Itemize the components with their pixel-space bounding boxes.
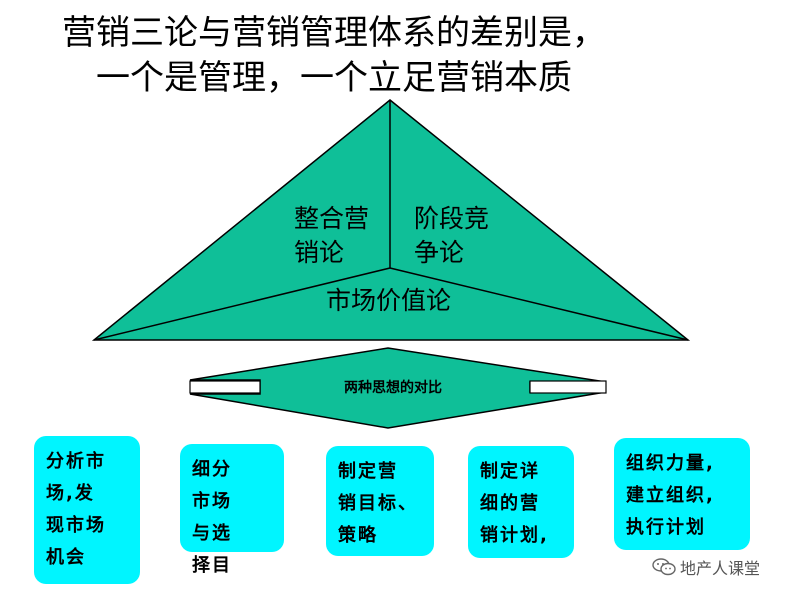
step-box-set-objectives: 制定营 销目标、 策略 [326, 446, 434, 556]
arrow-right-notch [529, 380, 607, 394]
title-line-1: 营销三论与营销管理体系的差别是， [62, 13, 606, 53]
label-integrated-marketing: 整合营 销论 [294, 202, 394, 270]
box-line: 细分 [192, 459, 232, 480]
box-line: 与选 [192, 523, 232, 544]
box-line: 建立组织, [626, 485, 715, 506]
step-box-segment-market: 细分 市场 与选 择目 [180, 444, 284, 576]
box-line: 组织力量, [626, 453, 715, 474]
label-stage-competition: 阶段竞 争论 [414, 202, 524, 270]
wechat-icon [652, 558, 676, 576]
title-line-2: 一个是管理，一个立足营销本质 [96, 58, 572, 98]
label-line: 整合营 [294, 204, 370, 233]
label-line: 销论 [294, 238, 345, 267]
box-line: 制定详 [480, 461, 540, 482]
pyramid [91, 99, 691, 341]
label-market-value: 市场价值论 [326, 286, 452, 315]
box-line: 执行计划 [626, 517, 706, 538]
box-line: 机会 [46, 547, 86, 568]
box-line: 分析市 [46, 451, 106, 472]
pyramid-edge-right [389, 267, 689, 341]
step-box-execute-plan: 组织力量, 建立组织, 执行计划 [614, 438, 750, 550]
watermark: 地产人课堂 [652, 555, 760, 579]
box-line: 制定营 [338, 461, 398, 482]
box-line: 现市场 [46, 515, 106, 536]
watermark-text: 地产人课堂 [680, 559, 761, 578]
comparison-label: 两种思想的对比 [344, 380, 442, 396]
pyramid-edge-left [93, 267, 391, 341]
step-box-analyze-market: 分析市 场,发 现市场 机会 [34, 436, 140, 584]
label-line: 阶段竞 [414, 204, 490, 233]
box-line: 市场 [192, 491, 232, 512]
title: 营销三论与营销管理体系的差别是， 一个是管理，一个立足营销本质 [0, 0, 800, 110]
box-line: 策略 [338, 525, 378, 546]
box-line: 销目标、 [338, 493, 418, 514]
label-line: 争论 [414, 238, 465, 267]
box-line: 场,发 [46, 483, 95, 504]
step-box-detailed-plan: 制定详 细的营 销计划, [468, 446, 574, 558]
box-line: 销计划, [480, 525, 549, 546]
box-line: 细的营 [480, 493, 540, 514]
box-line: 择目 [192, 555, 232, 576]
arrow-left-notch [189, 380, 261, 394]
